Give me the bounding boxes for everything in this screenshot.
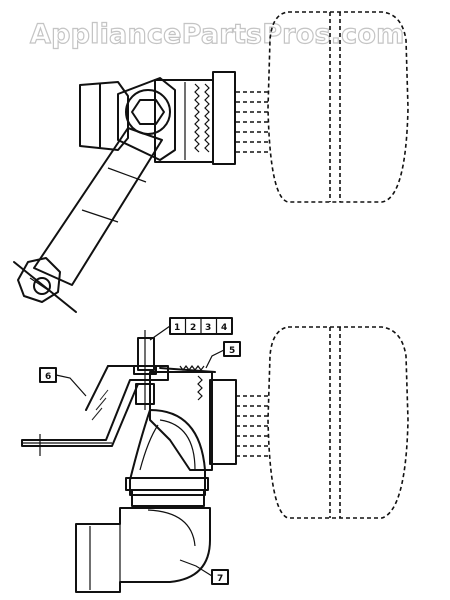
- callout-label-4: 4: [221, 323, 227, 333]
- top-assembly: [13, 11, 409, 313]
- callout-label-5: 5: [229, 346, 235, 356]
- top-arm-end-bolt: [13, 257, 77, 313]
- callout-label-2: 2: [190, 323, 196, 333]
- callout-label-3: 3: [205, 323, 211, 333]
- callout-group-6: 6: [39, 367, 87, 397]
- top-inlet-nozzle: [79, 81, 129, 151]
- top-pivot-link: [117, 77, 176, 161]
- callout-label-6: 6: [45, 372, 51, 382]
- top-float-arm: [33, 127, 163, 286]
- bottom-float-ball: [267, 326, 409, 519]
- callout-group-5: 5: [205, 341, 241, 369]
- top-float-ball: [267, 11, 409, 203]
- bottom-bracket: [21, 365, 169, 456]
- top-valve-body: [154, 71, 236, 165]
- watermark-text: AppliancePartsPros.com: [30, 19, 404, 50]
- callout-group-7: 7: [179, 559, 229, 585]
- callout-label-1: 1: [174, 323, 180, 333]
- top-float-stem: [236, 91, 270, 153]
- bottom-assembly: [21, 326, 409, 593]
- bottom-arm-rod: [159, 365, 216, 373]
- bottom-elbow: [129, 409, 206, 496]
- bottom-lower-elbow: [75, 507, 211, 593]
- callout-label-7: 7: [217, 574, 223, 584]
- bottom-hatch-detail: [91, 389, 109, 421]
- bottom-coupling: [125, 477, 209, 507]
- bottom-float-stem: [236, 395, 270, 457]
- callout-group-1-4: 1 2 3 4: [149, 317, 233, 341]
- bottom-fastener-stack: [133, 330, 157, 410]
